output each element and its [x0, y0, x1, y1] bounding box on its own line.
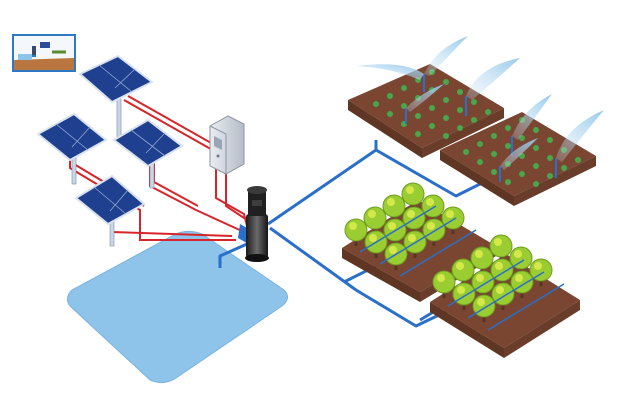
system-overview-icon — [14, 36, 74, 70]
fruit-tree-icon — [382, 194, 406, 222]
fruit-tree-icon — [489, 234, 513, 262]
fruit-tree-icon — [510, 270, 534, 298]
solar-panel-3 — [112, 118, 184, 189]
water-pump — [238, 186, 269, 262]
fruit-tree-icon — [509, 246, 533, 274]
system-overview-thumbnail — [12, 34, 76, 72]
crop-rows-1 — [373, 69, 491, 139]
fruit-tree-icon — [364, 230, 388, 258]
sprinkler-field-1 — [348, 64, 504, 158]
solar-panel-1 — [78, 54, 154, 139]
drip-lines — [359, 205, 565, 331]
fruit-tree-icon — [401, 182, 425, 210]
fruit-tree-icon — [344, 218, 368, 246]
fruit-trees — [344, 182, 553, 322]
solar-panel-2 — [36, 112, 108, 185]
reservoir — [66, 230, 288, 384]
sprinkler-heads — [356, 36, 604, 182]
fruit-tree-icon — [490, 258, 514, 286]
fruit-tree-icon — [529, 258, 553, 286]
controller-box — [209, 115, 245, 175]
fruit-tree-icon — [451, 258, 475, 286]
fruit-tree-icon — [470, 246, 494, 274]
fruit-tree-icon — [432, 270, 456, 298]
fruit-tree-icon — [363, 206, 387, 234]
solar-panel-4 — [74, 174, 146, 247]
